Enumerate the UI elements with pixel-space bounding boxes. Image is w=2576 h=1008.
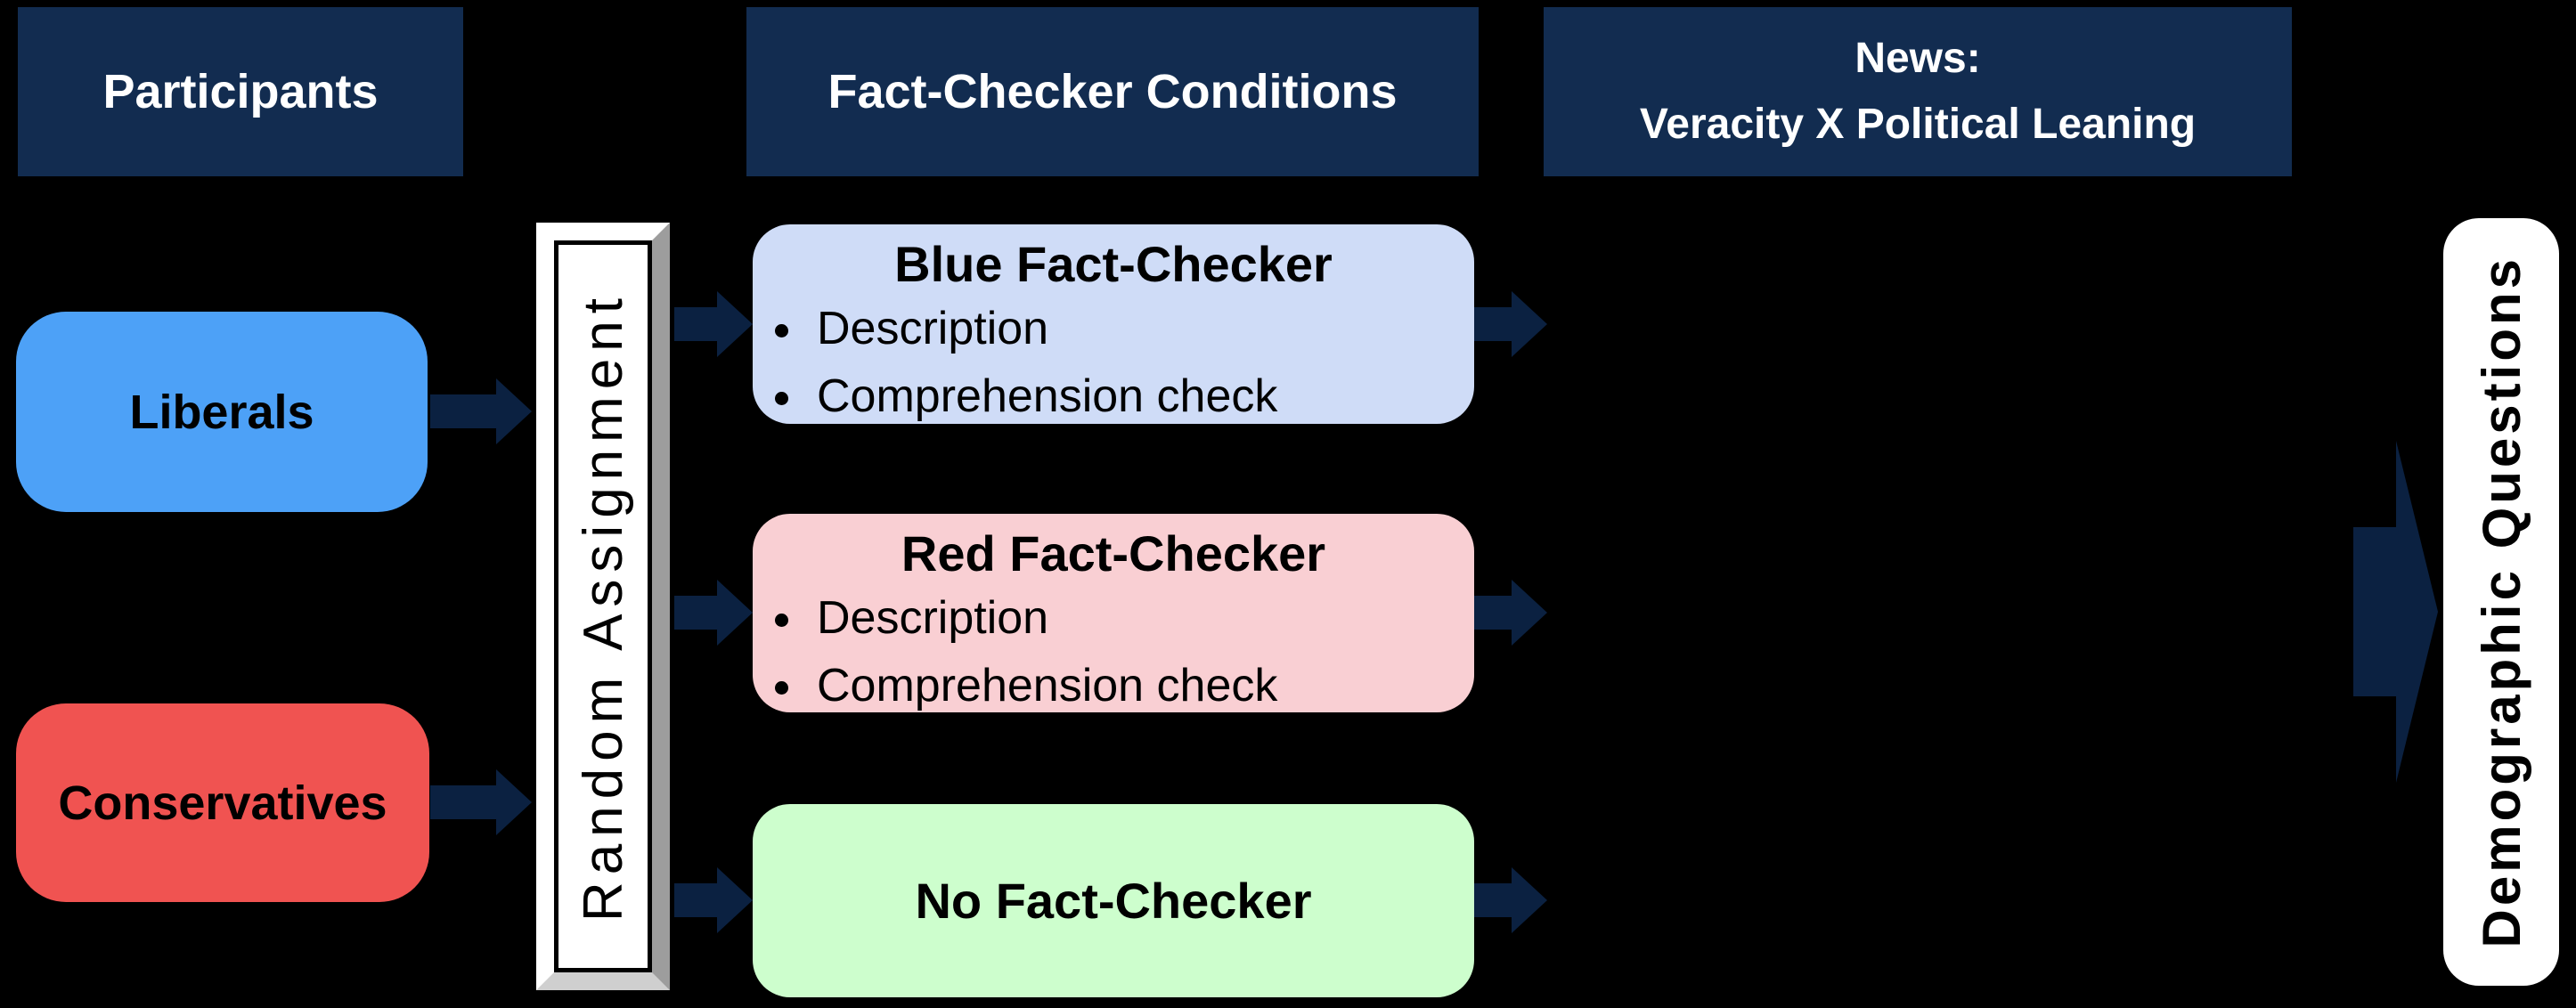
random-assignment-label: Random Assignment [572, 290, 634, 923]
arrow-shaft [1474, 307, 1513, 341]
news-header: News: Veracity X Political Leaning [1544, 7, 2292, 176]
arrow-shaft [2353, 527, 2396, 696]
conservatives-label: Conservatives [58, 776, 387, 830]
arrow-blue-to-news [1474, 291, 1547, 357]
blue-fact-checker-bullets: Description Comprehension check [753, 302, 1474, 437]
news-header-line1: News: [1855, 34, 1981, 82]
arrow-random-to-blue [674, 291, 753, 357]
demographic-questions-label: Demographic Questions [2471, 256, 2531, 948]
participants-header-label: Participants [102, 65, 379, 118]
blue-fact-checker-title: Blue Fact-Checker [894, 236, 1333, 292]
arrow-shaft [674, 883, 719, 917]
bullet-item: Comprehension check [808, 370, 1474, 423]
arrow-news-to-demographic [2353, 441, 2438, 783]
fact-checker-conditions-header-label: Fact-Checker Conditions [827, 65, 1398, 118]
arrow-shaft [430, 785, 498, 819]
arrow-shaft [674, 307, 719, 341]
liberals-label: Liberals [129, 385, 314, 439]
conservatives-box: Conservatives [16, 703, 429, 902]
participants-header: Participants [18, 7, 463, 176]
bullet-item: Description [808, 302, 1474, 355]
arrow-red-to-news [1474, 580, 1547, 646]
arrow-head-icon [496, 378, 532, 444]
random-assignment-box: Random Assignment [532, 218, 674, 995]
arrow-random-to-green [674, 867, 753, 933]
arrow-green-to-news [1474, 867, 1547, 933]
arrow-head-icon [1512, 291, 1547, 357]
bullet-item: Comprehension check [808, 659, 1474, 712]
arrow-head-icon [2396, 441, 2438, 783]
arrow-random-to-red [674, 580, 753, 646]
red-fact-checker-bullets: Description Comprehension check [753, 591, 1474, 727]
red-fact-checker-title: Red Fact-Checker [901, 525, 1326, 581]
arrow-head-icon [717, 867, 753, 933]
news-header-line2: Veracity X Political Leaning [1639, 101, 2197, 148]
arrow-shaft [674, 596, 719, 630]
no-fact-checker-box: No Fact-Checker [753, 804, 1474, 997]
bullet-item: Description [808, 591, 1474, 645]
arrow-head-icon [717, 580, 753, 646]
arrow-shaft [1474, 596, 1513, 630]
no-fact-checker-title: No Fact-Checker [915, 873, 1312, 929]
red-fact-checker-box: Red Fact-Checker Description Comprehensi… [753, 514, 1474, 712]
random-assignment-bevel-frame [536, 223, 670, 990]
arrow-head-icon [1512, 867, 1547, 933]
blue-fact-checker-box: Blue Fact-Checker Description Comprehens… [753, 224, 1474, 424]
random-assignment-inner: Random Assignment [554, 240, 652, 972]
arrow-shaft [1474, 883, 1513, 917]
arrow-head-icon [717, 291, 753, 357]
arrow-liberals-to-random [430, 378, 532, 444]
fact-checker-conditions-header: Fact-Checker Conditions [746, 7, 1479, 176]
demographic-questions-box: Demographic Questions [2443, 218, 2559, 986]
arrow-shaft [430, 394, 498, 428]
arrow-head-icon [496, 769, 532, 835]
arrow-conservatives-to-random [430, 769, 532, 835]
arrow-head-icon [1512, 580, 1547, 646]
liberals-box: Liberals [16, 312, 428, 512]
